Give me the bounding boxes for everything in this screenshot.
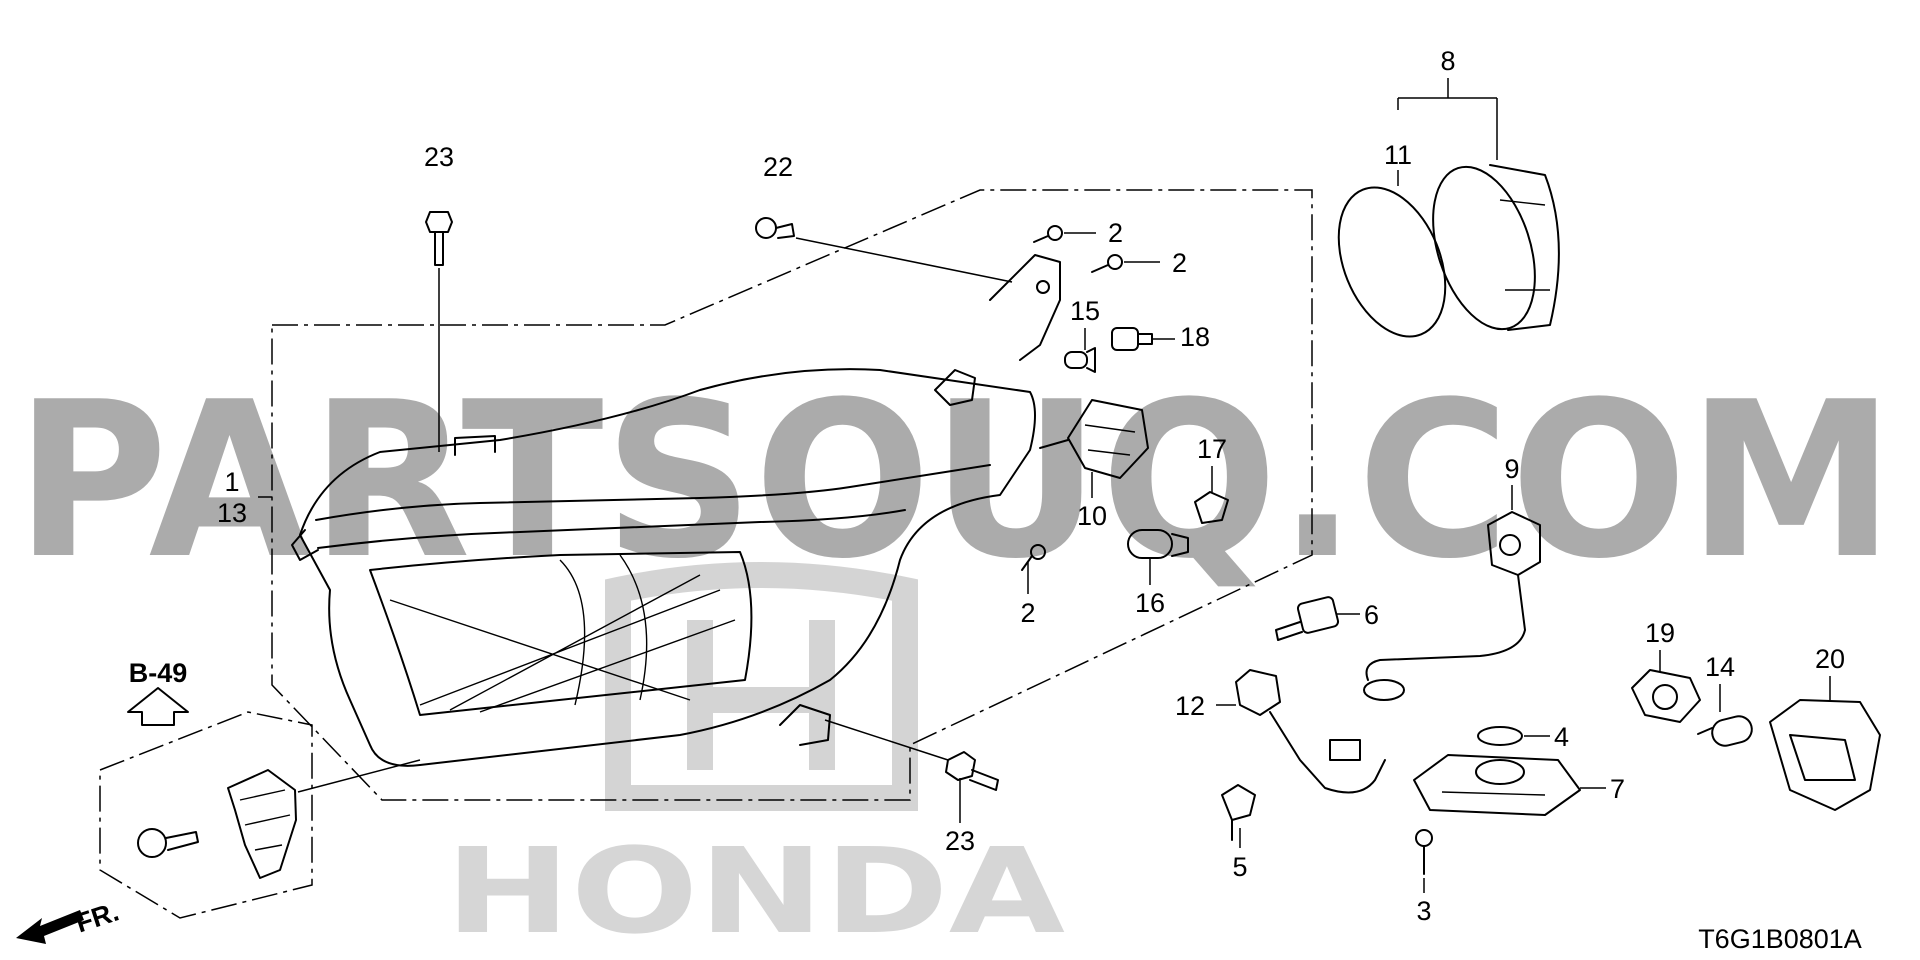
callout-19: 19 (1645, 618, 1675, 648)
callout-22: 22 (763, 152, 793, 182)
bulb-5 (1221, 784, 1256, 841)
callout-6: 6 (1364, 600, 1379, 630)
callout-9: 9 (1504, 454, 1519, 484)
callout-7: 7 (1610, 774, 1625, 804)
arrow-up-icon (127, 687, 189, 726)
lamp-20 (1769, 699, 1881, 811)
screw-2-low (1021, 544, 1046, 571)
callout-3: 3 (1416, 896, 1431, 926)
callout-15: 15 (1070, 296, 1100, 326)
honda-logo-watermark (605, 562, 918, 811)
direction-label: FR. (72, 896, 123, 938)
clip-screw (137, 828, 199, 858)
callout-5: 5 (1232, 852, 1247, 882)
socket-18 (1111, 327, 1153, 351)
cover-8 (1432, 164, 1560, 331)
headlight-assembly (291, 254, 1061, 767)
harness-12 (1235, 669, 1386, 794)
headlight-assembly-boundary (271, 189, 1313, 801)
clip-part (227, 769, 297, 879)
leader-inset (297, 759, 421, 793)
callout-4: 4 (1554, 722, 1569, 752)
callout-13: 13 (217, 498, 247, 528)
callout-14: 14 (1705, 652, 1735, 682)
seal-11 (1337, 186, 1447, 338)
callout-10: 10 (1077, 501, 1107, 531)
callout-18: 18 (1180, 322, 1210, 352)
bracket-8 (1397, 78, 1498, 160)
callout-2-top: 2 (1108, 218, 1123, 248)
bolt-23-lower (945, 751, 999, 791)
socket-19 (1631, 669, 1701, 723)
callout-17: 17 (1197, 434, 1227, 464)
front-arrow-icon (16, 910, 84, 944)
motor-10 (1039, 399, 1149, 479)
callout-2-mid: 2 (1172, 248, 1187, 278)
callout-8: 8 (1440, 46, 1455, 76)
bulb-15 (1064, 347, 1096, 373)
watermark-partsouq: PARTSOUQ.COM (15, 355, 1895, 606)
inset-boundary (99, 711, 313, 919)
callout-23-lower: 23 (945, 826, 975, 856)
leader-22 (795, 237, 1013, 283)
diagram-code: T6G1B0801A (1698, 924, 1862, 954)
callout-20: 20 (1815, 644, 1845, 674)
clip-22 (755, 217, 795, 239)
callout-1: 1 (224, 467, 239, 497)
oring-4 (1477, 726, 1523, 746)
bolt-23-upper (425, 211, 453, 266)
callout-labels: 1 13 23 22 2 2 15 18 10 17 16 2 8 11 9 6… (217, 46, 1845, 926)
harness-9 (1363, 511, 1541, 701)
watermark-honda: HONDA (445, 822, 1065, 960)
callout-2-low: 2 (1020, 598, 1035, 628)
callout-12: 12 (1175, 691, 1205, 721)
callout-16: 16 (1135, 588, 1165, 618)
socket-17 (1194, 491, 1229, 524)
bulb-6 (1275, 596, 1340, 641)
reference-code: B-49 (129, 658, 188, 688)
leader-23-lower (824, 719, 961, 823)
callout-23-upper: 23 (424, 142, 454, 172)
screw-2-mid (1091, 254, 1123, 273)
callout-11: 11 (1384, 140, 1412, 170)
screw-2-top (1033, 225, 1063, 243)
screw-3 (1415, 829, 1433, 875)
bulb-14 (1697, 715, 1753, 747)
ballast-7 (1413, 754, 1581, 816)
